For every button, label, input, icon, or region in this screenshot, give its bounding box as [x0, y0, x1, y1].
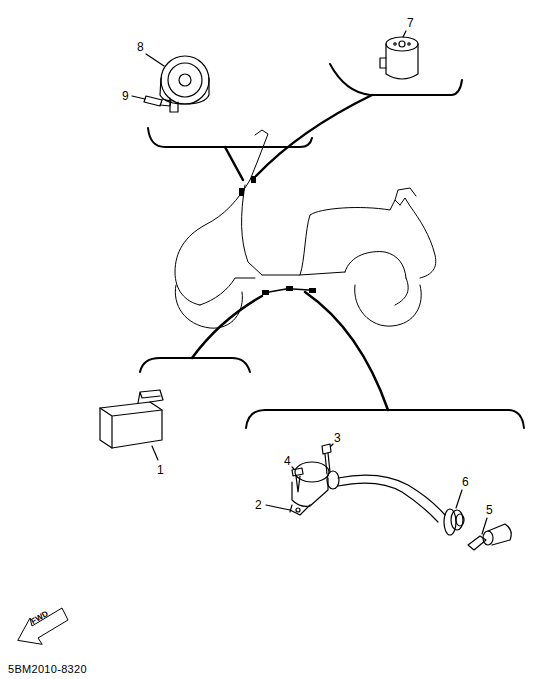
callout-number: 4 [284, 455, 291, 467]
hightension-cord [338, 483, 438, 522]
callout-number: 7 [407, 17, 414, 29]
grommet [444, 509, 464, 535]
callout-number: 3 [334, 432, 341, 444]
spark-plug-cap [468, 524, 511, 550]
part-location-mark [239, 176, 316, 295]
group-bracket [246, 410, 524, 428]
leader-line [331, 444, 333, 446]
callout-number: 2 [255, 499, 262, 511]
pointer-line [256, 95, 372, 176]
direction-label: FWD [30, 610, 50, 626]
leader-line [482, 518, 487, 534]
fwd-arrow [18, 608, 68, 644]
callout-number: 6 [462, 476, 469, 488]
ignition-coil [290, 462, 339, 515]
screw [292, 468, 303, 492]
callout-number: 5 [486, 504, 493, 516]
drawing-number: 5BM2010-8320 [8, 664, 87, 675]
callout-number: 9 [122, 90, 129, 102]
relay-connector [380, 37, 418, 79]
cdi-unit [100, 390, 163, 448]
group-bracket [148, 128, 312, 147]
leader-line [152, 446, 158, 460]
leader-line [456, 490, 462, 508]
bolt [322, 444, 331, 474]
leader-line [266, 505, 290, 510]
scooter-outline [175, 130, 436, 328]
pointer-line [225, 147, 243, 180]
pointer-line [305, 292, 388, 410]
leader-line [403, 31, 406, 37]
callout-number: 1 [157, 464, 164, 476]
group-bracket [330, 64, 462, 95]
callout-number: 8 [137, 41, 144, 53]
leader-line [146, 54, 164, 66]
horn [160, 56, 209, 112]
group-bracket [140, 358, 250, 372]
bolt [144, 96, 171, 106]
hightension-cord [338, 475, 445, 515]
leader-line [132, 96, 145, 99]
leader-line [292, 467, 294, 469]
